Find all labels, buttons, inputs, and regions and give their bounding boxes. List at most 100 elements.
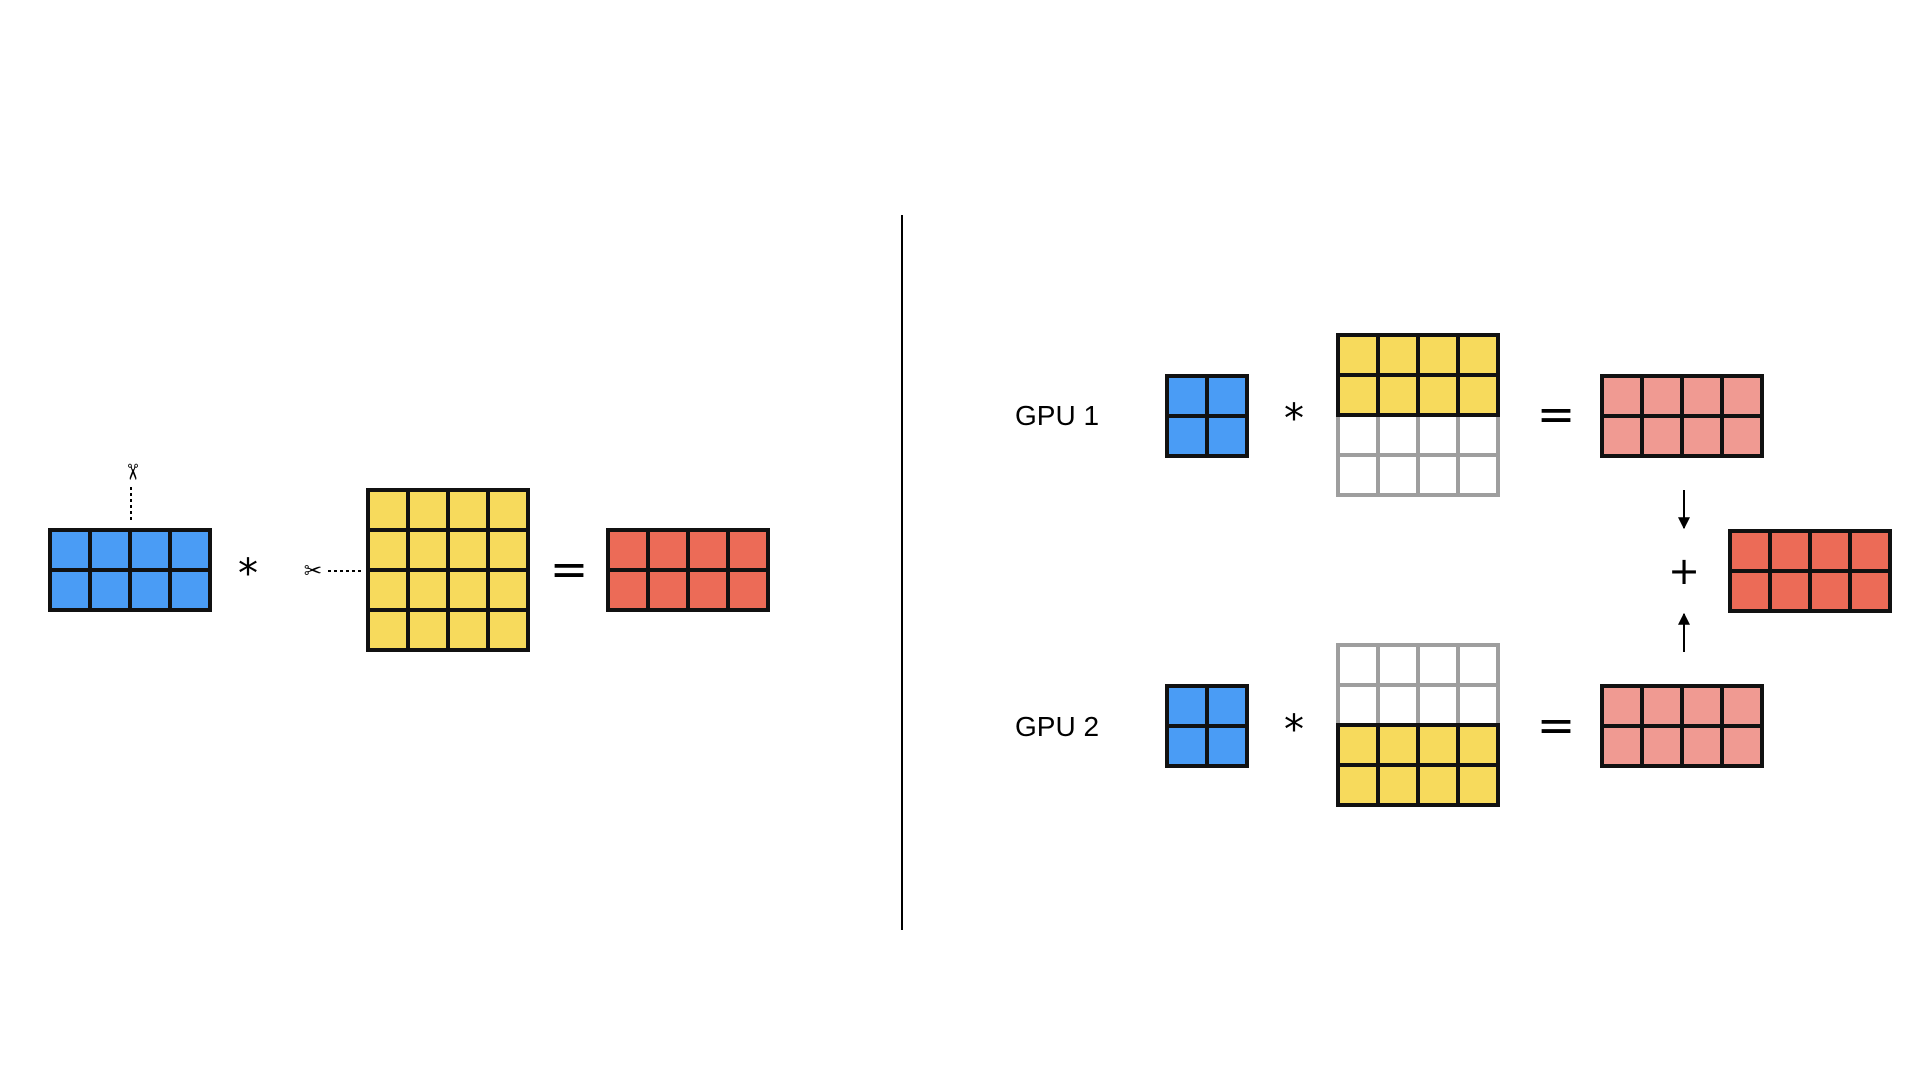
matrix-cell: [48, 568, 92, 612]
matrix-cell: [726, 568, 770, 612]
matrix-cell: [1808, 529, 1852, 573]
matrix-cell: [1848, 569, 1892, 613]
matrix-cell: [1205, 414, 1249, 458]
gpu-1-label: GPU 1: [1015, 400, 1099, 431]
matrix-cell: [1720, 724, 1764, 768]
multiply-operator: *: [238, 551, 258, 597]
matrix-cell: [1416, 333, 1460, 377]
matrix-cell: [1680, 414, 1724, 458]
matrix-cell: [606, 528, 650, 572]
matrix-cell: [1600, 374, 1644, 418]
matrix-cell: [646, 568, 690, 612]
matrix-cell: [1456, 333, 1500, 377]
gpu-2-multiply-operator: *: [1284, 707, 1304, 753]
matrix-cell: [686, 528, 730, 572]
matrix-cell: [486, 488, 530, 532]
matrix-cell: [1728, 569, 1772, 613]
matrix-cell: [1600, 724, 1644, 768]
empty-matrix-cell: [1416, 413, 1460, 457]
empty-matrix-cell: [1456, 453, 1500, 497]
matrix-cell: [1165, 684, 1209, 728]
matrix-cell: [1376, 723, 1420, 767]
matrix-cell: [366, 488, 410, 532]
matrix-cell: [1165, 724, 1209, 768]
left-panel: * = ✂ ✂: [48, 463, 770, 652]
matrix-cell: [1416, 723, 1460, 767]
equals-operator: =: [550, 542, 589, 596]
matrix-cell: [1205, 684, 1249, 728]
matrix-cell: [446, 488, 490, 532]
matrix-cell: [1720, 684, 1764, 728]
matrix-cell: [1680, 684, 1724, 728]
empty-matrix-cell: [1376, 643, 1420, 687]
matrix-cell: [1205, 724, 1249, 768]
empty-matrix-cell: [1456, 413, 1500, 457]
matrix-cell: [1720, 374, 1764, 418]
matrix-cell: [168, 568, 212, 612]
matrix-cell: [1680, 724, 1724, 768]
matrix-cell: [366, 568, 410, 612]
matrix-cell: [446, 608, 490, 652]
gpu-2-partial-output: [1600, 684, 1764, 768]
right-panel: GPU 1 * = GPU 2 * = +: [1015, 333, 1892, 807]
matrix-cell: [1640, 374, 1684, 418]
matrix-cell: [446, 568, 490, 612]
gpu-1-equals-operator: =: [1537, 387, 1576, 441]
matrix-cell: [726, 528, 770, 572]
empty-matrix-cell: [1456, 643, 1500, 687]
empty-matrix-cell: [1416, 643, 1460, 687]
scissors-icon: ✂: [119, 463, 144, 481]
matrix-cell: [486, 568, 530, 612]
empty-matrix-cell: [1416, 453, 1460, 497]
final-output-matrix: [1728, 529, 1892, 613]
matrix-cell: [1720, 414, 1764, 458]
matrix-cell: [88, 528, 132, 572]
matrix-cell: [486, 608, 530, 652]
matrix-cell: [366, 528, 410, 572]
matrix-cell: [1376, 763, 1420, 807]
matrix-cell: [1336, 333, 1380, 377]
gpu-1-input-matrix: [1165, 374, 1249, 458]
matrix-cell: [1205, 374, 1249, 418]
matrix-cell: [1680, 374, 1724, 418]
matrix-cell: [1376, 333, 1420, 377]
matrix-cell: [1728, 529, 1772, 573]
matrix-cell: [446, 528, 490, 572]
matrix-cell: [406, 568, 450, 612]
empty-matrix-cell: [1376, 453, 1420, 497]
matrix-cell: [1336, 723, 1380, 767]
matrix-cell: [1376, 373, 1420, 417]
empty-matrix-cell: [1336, 683, 1380, 727]
matrix-cell: [486, 528, 530, 572]
matrix-cell: [406, 488, 450, 532]
empty-matrix-cell: [1336, 643, 1380, 687]
matrix-cell: [606, 568, 650, 612]
gpu-2-weight-matrix: [1336, 643, 1500, 807]
matrix-cell: [88, 568, 132, 612]
scissors-icon: ✂: [304, 559, 322, 584]
matrix-cell: [1640, 724, 1684, 768]
matrix-cell: [1848, 529, 1892, 573]
empty-matrix-cell: [1336, 453, 1380, 497]
gpu-2-input-matrix: [1165, 684, 1249, 768]
matrix-cell: [406, 608, 450, 652]
matrix-cell: [646, 528, 690, 572]
empty-matrix-cell: [1456, 683, 1500, 727]
gpu-1-weight-matrix: [1336, 333, 1500, 497]
gpu-2-label: GPU 2: [1015, 711, 1099, 742]
matrix-cell: [128, 528, 172, 572]
matrix-cell: [1768, 569, 1812, 613]
matrix-cell: [1640, 684, 1684, 728]
input-matrix: [48, 528, 212, 612]
matrix-cell: [1165, 374, 1209, 418]
matrix-cell: [1336, 373, 1380, 417]
empty-matrix-cell: [1336, 413, 1380, 457]
matrix-cell: [406, 528, 450, 572]
empty-matrix-cell: [1376, 683, 1420, 727]
matrix-cell: [1808, 569, 1852, 613]
matrix-cell: [1416, 373, 1460, 417]
output-matrix: [606, 528, 770, 612]
matrix-cell: [128, 568, 172, 612]
empty-matrix-cell: [1376, 413, 1420, 457]
